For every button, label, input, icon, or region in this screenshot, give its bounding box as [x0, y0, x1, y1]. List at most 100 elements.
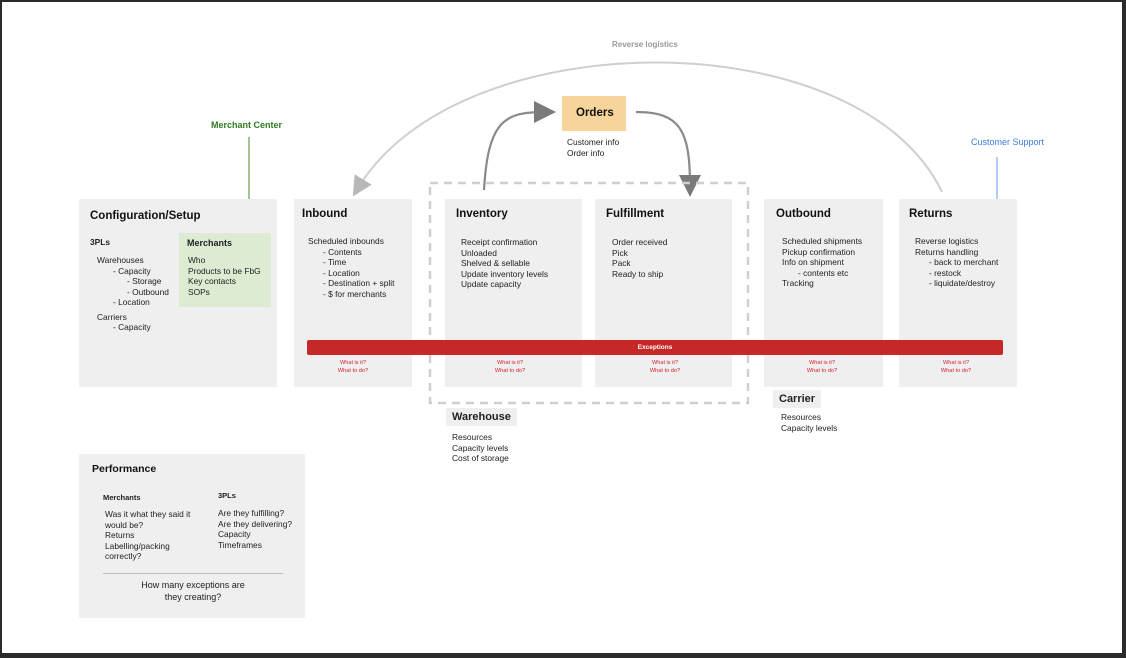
- orders-title: Orders: [576, 107, 614, 119]
- config-3pl-heading: 3PLs: [90, 237, 111, 247]
- config-3pl-line: - Outbound: [127, 286, 169, 297]
- merchants-setup-line: SOPs: [188, 286, 210, 297]
- inventory-title: Inventory: [456, 208, 508, 220]
- fulfillment-line: Pick: [612, 247, 628, 258]
- merchants-setup-line: Key contacts: [188, 276, 236, 286]
- orders-box: Orders: [562, 96, 626, 131]
- warehouse-line: Cost of storage: [452, 453, 509, 463]
- exceptions-bar: Exceptions: [307, 340, 1003, 355]
- config-title: Configuration/Setup: [90, 210, 201, 222]
- returns-box: Returns Reverse logistics Returns handli…: [899, 199, 1017, 387]
- inbound-line: - Destination + split: [323, 278, 395, 288]
- exception-question-do: What to do?: [494, 368, 526, 374]
- performance-3pl-line: Are they fulfilling?: [218, 508, 285, 518]
- performance-merchants-lines: Was it what they said it would be? Retur…: [105, 509, 190, 562]
- exception-question-what: What is it?: [651, 360, 679, 366]
- performance-merchants-line: Was it what they said it: [105, 509, 191, 519]
- orders-line: Customer info: [567, 137, 620, 147]
- inbound-lines: Scheduled inbounds - Contents - Time - L…: [308, 236, 394, 299]
- fulfillment-exception-q: What is it? What to do?: [625, 359, 705, 375]
- fulfillment-lines: Order received Pick Pack Ready to ship: [612, 237, 667, 279]
- performance-3pl-heading: 3PLs: [218, 491, 236, 500]
- outbound-line: Scheduled shipments: [782, 236, 863, 246]
- warehouse-title: Warehouse: [446, 408, 517, 426]
- outbound-line: Info on shipment: [782, 257, 844, 267]
- inventory-box: Inventory Receipt confirmation Unloaded …: [445, 199, 582, 387]
- performance-box: Performance Merchants Was it what they s…: [79, 454, 305, 618]
- performance-divider: [103, 573, 283, 574]
- fulfillment-line: Order received: [612, 237, 668, 247]
- merchants-setup-heading: Merchants: [187, 238, 233, 248]
- inbound-line: - $ for merchants: [323, 288, 387, 299]
- customer-support-label: Customer Support: [971, 137, 1045, 147]
- performance-merchants-line: Labelling/packing: [105, 540, 170, 551]
- returns-line: - liquidate/destroy: [929, 278, 996, 288]
- merchants-setup-line: Products to be FbG: [188, 265, 261, 276]
- merchants-setup-lines: Who Products to be FbG Key contacts SOPs: [188, 255, 261, 297]
- exception-question-what: What is it?: [339, 360, 367, 366]
- outbound-exception-q: What is it? What to do?: [782, 359, 862, 375]
- inventory-line: Receipt confirmation: [461, 237, 538, 247]
- outbound-line: - contents etc: [798, 267, 849, 278]
- returns-lines: Reverse logistics Returns handling - bac…: [915, 236, 998, 289]
- config-3pl-line: - Capacity: [113, 322, 151, 332]
- inbound-line: - Location: [323, 267, 360, 278]
- orders-line: Order info: [567, 147, 605, 158]
- merchant-center-label: Merchant Center: [211, 120, 283, 130]
- carrier-line: Resources: [781, 412, 822, 422]
- fulfillment-line: Pack: [612, 258, 631, 268]
- merchants-setup-box: Merchants Who Products to be FbG Key con…: [179, 233, 271, 307]
- inbound-exception-q: What is it? What to do?: [313, 359, 393, 375]
- reverse-logistics-label: Reverse logistics: [612, 40, 678, 49]
- config-3pl-line: - Capacity: [113, 265, 151, 276]
- warehouse-lines: Resources Capacity levels Cost of storag…: [452, 432, 509, 464]
- returns-line: Returns handling: [915, 246, 979, 257]
- performance-merchants-heading: Merchants: [103, 493, 141, 502]
- performance-footer-line: How many exceptions are: [141, 580, 245, 590]
- exception-question-what: What is it?: [808, 360, 836, 366]
- orders-lines: Customer info Order info: [567, 137, 619, 158]
- config-3pl-line: Warehouses: [97, 255, 144, 265]
- merchants-setup-line: Who: [188, 255, 206, 265]
- inbound-line: - Time: [323, 257, 347, 267]
- inbound-title: Inbound: [302, 208, 348, 220]
- inventory-line: Update capacity: [461, 279, 522, 289]
- carrier-line: Capacity levels: [781, 422, 838, 433]
- outbound-title: Outbound: [776, 208, 831, 220]
- fulfillment-title: Fulfillment: [606, 208, 665, 220]
- returns-line: - restock: [929, 267, 962, 278]
- inventory-line: Unloaded: [461, 247, 497, 258]
- warehouse-line: Capacity levels: [452, 442, 509, 453]
- config-3pl-line: Carriers: [97, 311, 127, 322]
- carrier-lines: Resources Capacity levels: [781, 412, 837, 433]
- warehouse-line: Resources: [452, 432, 493, 442]
- inbound-line: - Contents: [323, 246, 362, 257]
- performance-merchants-line: correctly?: [105, 551, 142, 561]
- performance-3pl-line: Capacity: [218, 529, 251, 539]
- exception-question-do: What to do?: [940, 368, 972, 374]
- performance-footer-line: they creating?: [164, 591, 222, 602]
- inventory-exception-q: What is it? What to do?: [470, 359, 550, 375]
- returns-title: Returns: [909, 208, 953, 220]
- returns-line: - back to merchant: [929, 257, 999, 267]
- config-3pl-line: - Location: [113, 297, 150, 307]
- exception-question-what: What is it?: [942, 360, 970, 366]
- performance-footer: How many exceptions are they creating?: [103, 580, 283, 603]
- exception-question-do: What to do?: [806, 368, 838, 374]
- exception-question-do: What to do?: [337, 368, 369, 374]
- inbound-box: Inbound Scheduled inbounds - Contents - …: [294, 199, 412, 387]
- inbound-line: Scheduled inbounds: [308, 236, 384, 246]
- returns-line: Reverse logistics: [915, 236, 979, 246]
- outbound-line: Pickup confirmation: [782, 246, 856, 257]
- inventory-line: Shelved & sellable: [461, 258, 530, 268]
- outbound-lines: Scheduled shipments Pickup confirmation …: [782, 236, 862, 289]
- carrier-title: Carrier: [773, 390, 822, 408]
- fulfillment-line: Ready to ship: [612, 268, 664, 279]
- outbound-box: Outbound Scheduled shipments Pickup conf…: [764, 199, 883, 387]
- fulfillment-box: Fulfillment Order received Pick Pack Rea…: [595, 199, 732, 387]
- exception-question-do: What to do?: [649, 368, 681, 374]
- performance-3pl-line: Are they delivering?: [218, 518, 293, 529]
- performance-3pl-line: Timeframes: [218, 539, 262, 550]
- config-3pl-line: - Storage: [127, 276, 162, 286]
